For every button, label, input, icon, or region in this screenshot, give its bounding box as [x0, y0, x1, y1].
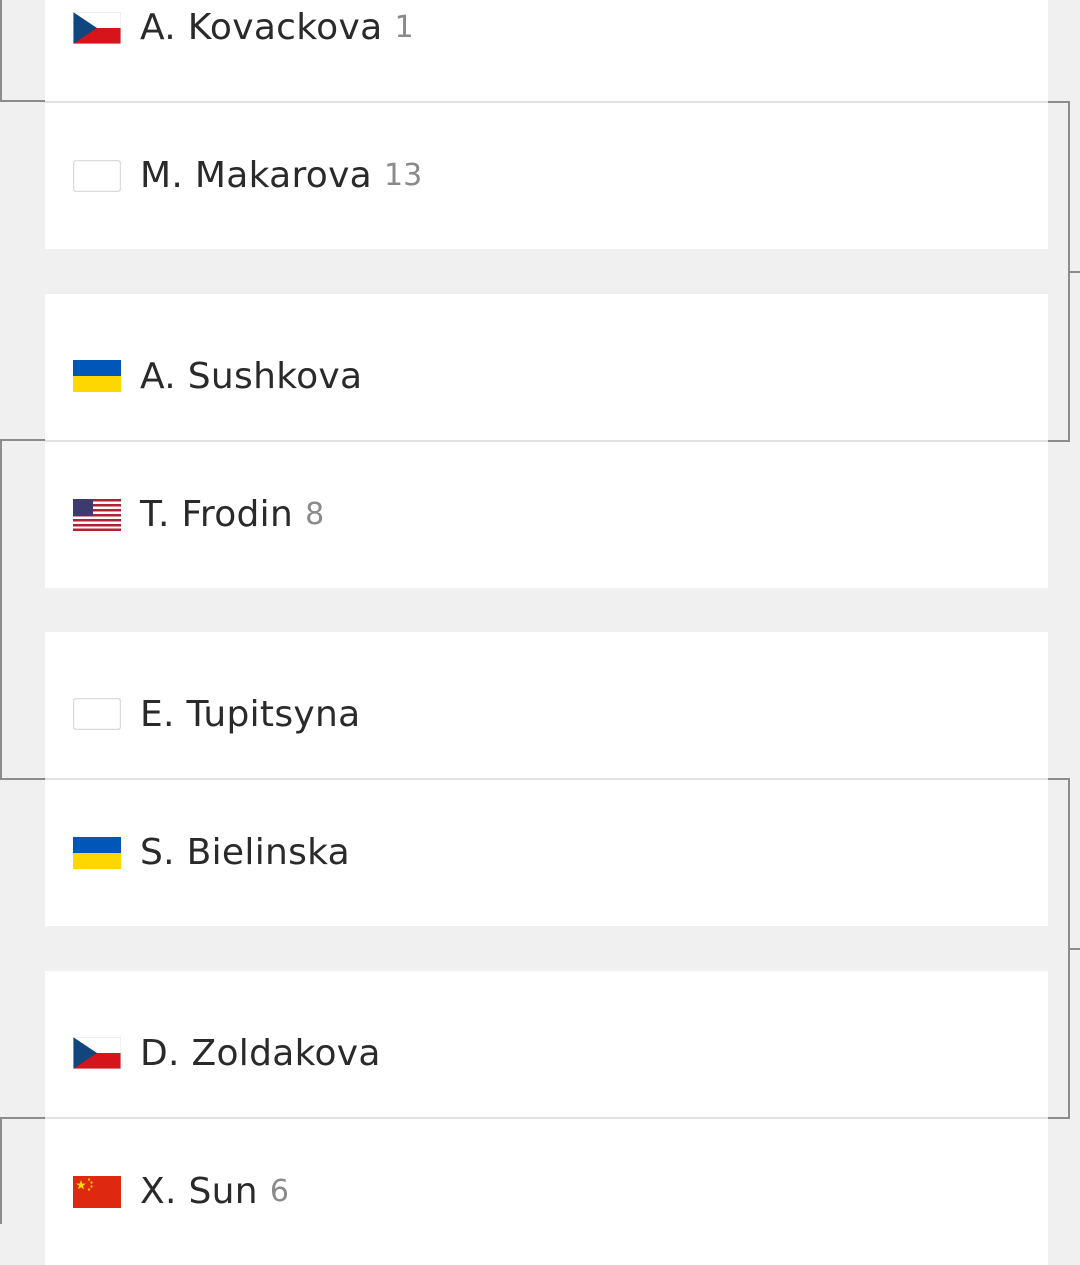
player-name: M. Makarova [140, 155, 373, 196]
player-name: S. Bielinska [140, 832, 351, 873]
bracket-connector-left [0, 1117, 45, 1119]
blank-flag-icon [73, 698, 121, 730]
player-name: D. Zoldakova [140, 1032, 381, 1074]
player-seed: 8 [305, 497, 325, 532]
player-row[interactable]: S. Bielinska [45, 778, 1048, 925]
player-name: A. Sushkova [140, 355, 363, 397]
bracket-connector-left [0, 1118, 2, 1224]
match-card: D. Zoldakova X. Sun 6 [45, 971, 1048, 1265]
ukraine-flag-icon [73, 360, 121, 392]
bracket-connector-left [0, 439, 45, 441]
player-row[interactable]: E. Tupitsyna [45, 641, 1048, 787]
player-row[interactable]: M. Makarova 13 [45, 101, 1048, 248]
player-row[interactable]: X. Sun 6 [45, 1117, 1048, 1264]
match-card: E. Tupitsyna S. Bielinska [45, 632, 1048, 926]
player-seed: 1 [394, 10, 414, 45]
czech-flag-icon [73, 11, 121, 44]
player-row[interactable]: A. Sushkova [45, 303, 1048, 449]
ukraine-flag-icon [73, 836, 121, 869]
bracket-connector-right [1069, 271, 1080, 273]
player-row[interactable]: D. Zoldakova [45, 980, 1048, 1126]
blank-flag-icon [73, 159, 121, 192]
player-seed: 6 [269, 1174, 289, 1209]
bracket-connector-right [1048, 778, 1070, 780]
match-card: A. Sushkova T. Frodin 8 [45, 294, 1048, 588]
bracket-connector-left [0, 778, 45, 780]
player-row[interactable]: T. Frodin 8 [45, 440, 1048, 587]
player-name: A. Kovackova [140, 7, 383, 48]
bracket-connector-right [1048, 1117, 1070, 1119]
bracket-connector-right [1048, 440, 1070, 442]
usa-flag-icon [73, 498, 121, 531]
czech-flag-icon [73, 1037, 121, 1069]
china-flag-icon [73, 1175, 121, 1208]
player-name: E. Tupitsyna [140, 693, 361, 735]
bracket-connector-left [0, 440, 2, 779]
bracket-connector-right [1069, 948, 1080, 950]
player-name: X. Sun [140, 1171, 258, 1212]
player-seed: 13 [384, 158, 423, 193]
player-name: T. Frodin [140, 494, 294, 535]
match-card: A. Kovackova 1 M. Makarova 13 [45, 0, 1048, 249]
player-row[interactable]: A. Kovackova 1 [45, 0, 1048, 101]
bracket-connector-left [0, 0, 2, 101]
bracket-connector-right [1048, 101, 1070, 103]
bracket-connector-left [0, 100, 45, 102]
